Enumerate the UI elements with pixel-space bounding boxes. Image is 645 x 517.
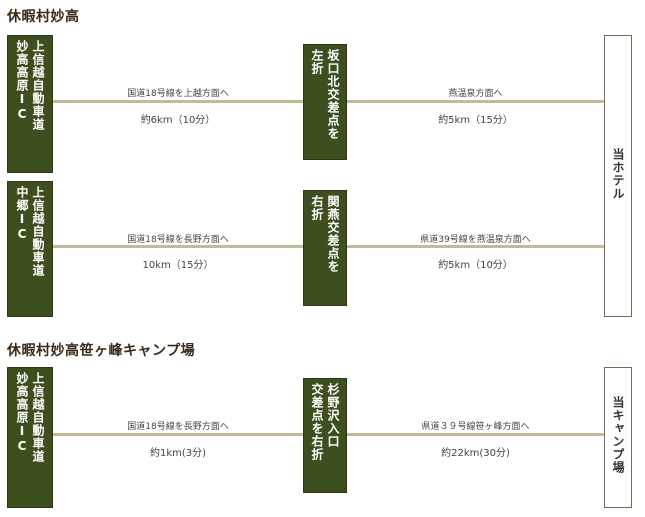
start-box-myoko-kogen-ic: 上信越自動車道 妙高高原IC: [7, 35, 53, 173]
start-line-1: 上信越自動車道: [31, 186, 45, 277]
segment2-route: 県道３９号線笹ヶ峰方面へ: [421, 422, 530, 432]
junction-line-2: 交差点を右折: [310, 383, 324, 461]
segment1-route: 国道18号線を上越方面へ: [127, 89, 229, 99]
segment1-distance: 約6km（10分）: [140, 115, 216, 126]
destination-label: 当ホテル: [611, 148, 625, 200]
destination-box-campsite: 当キャンプ場: [604, 367, 632, 508]
junction-box-sekien: 関燕交差点を 右折: [303, 190, 347, 306]
junction-line-2: 左折: [310, 49, 324, 75]
segment1-route: 国道18号線を長野方面へ: [127, 422, 229, 432]
segment2-distance: 約22km(30分): [441, 448, 510, 459]
start-box-nakago-ic: 上信越自動車道 中郷IC: [7, 181, 53, 317]
route-line: [347, 433, 604, 436]
junction-box-suginosawa: 杉野沢入口 交差点を右折: [303, 378, 347, 493]
segment2-distance: 約5km（15分）: [438, 115, 513, 126]
junction-line-2: 右折: [310, 195, 324, 221]
start-line-2: 妙高高原IC: [15, 372, 29, 454]
section-title-campsite: 休暇村妙高笹ヶ峰キャンプ場: [7, 343, 196, 359]
route-line: [347, 100, 604, 103]
destination-box-hotel: 当ホテル: [604, 35, 632, 317]
route-line: [53, 245, 303, 248]
junction-line-1: 杉野沢入口: [326, 383, 340, 448]
segment1-distance: 10km（15分）: [142, 260, 214, 271]
start-line-2: 中郷IC: [15, 186, 29, 242]
route-line: [347, 245, 604, 248]
start-box-myoko-kogen-ic: 上信越自動車道 妙高高原IC: [7, 367, 53, 508]
section-title-hotel: 休暇村妙高: [7, 9, 80, 25]
segment2-distance: 約5km（10分）: [438, 260, 513, 271]
start-line-1: 上信越自動車道: [31, 40, 45, 131]
destination-label: 当キャンプ場: [611, 396, 625, 474]
route-line: [53, 100, 303, 103]
start-line-2: 妙高高原IC: [15, 40, 29, 122]
segment1-distance: 約1km(3分): [149, 448, 207, 459]
junction-box-sakaguchikita: 坂口北交差点を 左折: [303, 44, 347, 160]
junction-line-1: 坂口北交差点を: [326, 49, 340, 140]
start-line-1: 上信越自動車道: [31, 372, 45, 463]
junction-line-1: 関燕交差点を: [326, 195, 340, 273]
segment2-route: 県道39号線を燕温泉方面へ: [420, 235, 531, 245]
segment2-route: 燕温泉方面へ: [448, 89, 503, 99]
segment1-route: 国道18号線を長野方面へ: [127, 235, 229, 245]
route-line: [53, 433, 303, 436]
